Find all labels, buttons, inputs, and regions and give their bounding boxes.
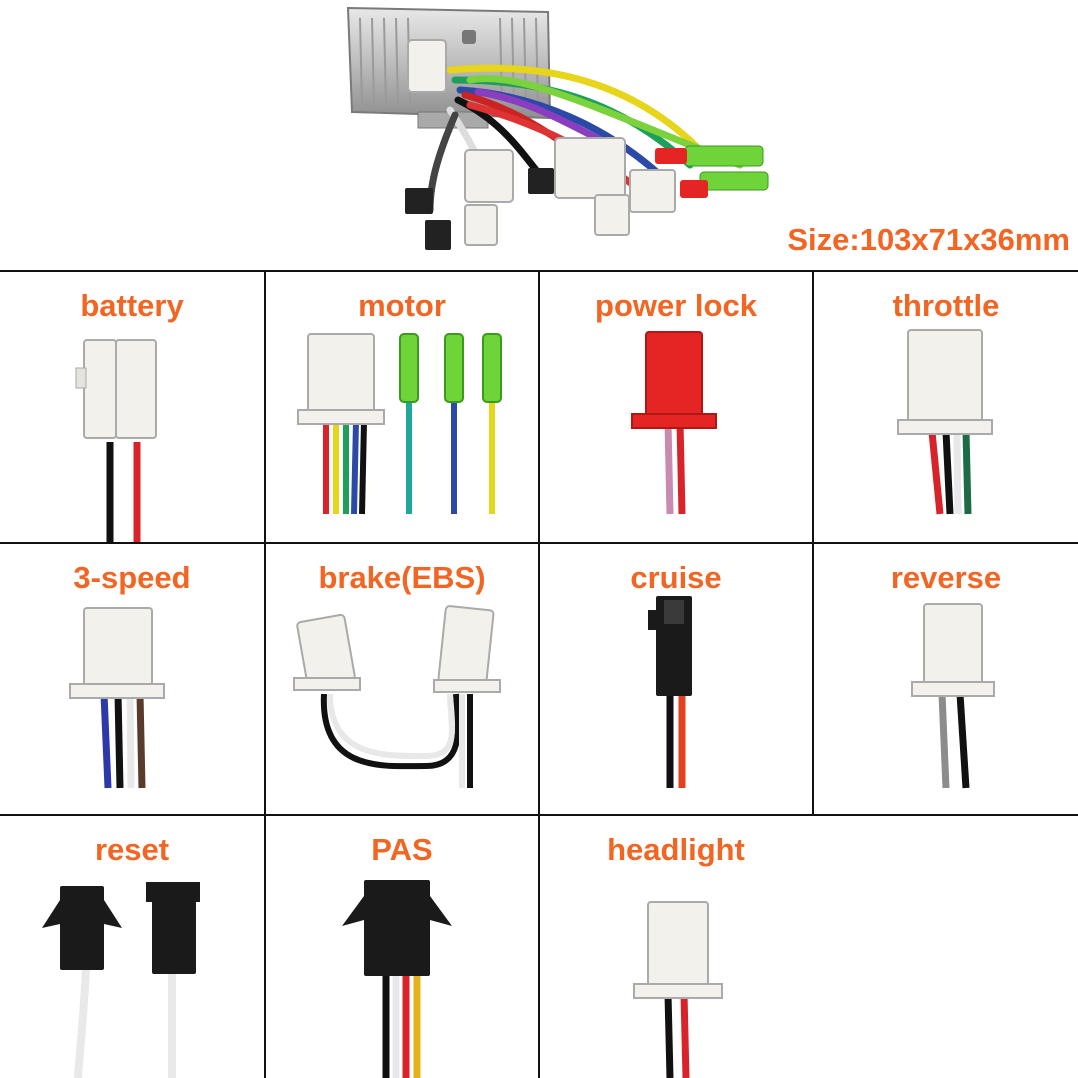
connector-label: reverse xyxy=(890,560,1002,595)
grid-line xyxy=(812,270,814,816)
connector-label: battery xyxy=(80,288,184,323)
connector-label: headlight xyxy=(607,832,745,867)
reverse-connector-icon xyxy=(911,603,995,789)
controller-illustration xyxy=(346,6,769,250)
connector-cell-battery: battery xyxy=(0,272,264,542)
motor-connector-icon xyxy=(297,333,502,515)
cruise-connector-icon xyxy=(648,596,692,788)
connector-cell-brake-ebs: brake(EBS) xyxy=(266,544,538,816)
battery-connector-icon xyxy=(75,339,157,542)
controller-photo: Size:103x71x36mm xyxy=(0,0,1078,268)
grid-line xyxy=(538,270,540,1078)
connector-label: motor xyxy=(358,288,446,323)
connector-cell-reverse: reverse xyxy=(814,544,1078,814)
connector-label: PAS xyxy=(371,832,433,867)
connector-cell-reset: reset xyxy=(0,816,264,1078)
bundle-connectors xyxy=(405,39,769,250)
connector-label: brake(EBS) xyxy=(318,560,486,595)
connector-grid: battery motor xyxy=(0,270,1078,1078)
throttle-connector-icon xyxy=(897,329,993,515)
size-label: Size:103x71x36mm xyxy=(787,222,1070,257)
connector-label: cruise xyxy=(630,560,722,595)
connector-cell-motor: motor xyxy=(266,272,538,544)
connector-cell-throttle: throttle xyxy=(814,272,1078,542)
grid-line xyxy=(264,270,266,1078)
connector-cell-power-lock: power lock xyxy=(540,272,812,544)
pas-connector-icon xyxy=(342,880,452,1078)
connector-label: reset xyxy=(94,832,170,867)
connector-cell-pas: PAS xyxy=(266,816,538,1078)
3-speed-connector-icon xyxy=(69,607,165,789)
reset-connector-icon xyxy=(42,882,200,1078)
brake-connector-icon xyxy=(293,605,501,788)
connector-label: power lock xyxy=(595,288,757,323)
headlight-connector-icon xyxy=(633,901,723,1078)
connector-label: throttle xyxy=(892,288,1000,323)
connector-cell-3-speed: 3-speed xyxy=(0,544,264,814)
power-lock-connector-icon xyxy=(631,331,717,515)
connector-cell-headlight: headlight xyxy=(540,816,812,1078)
connector-label: 3-speed xyxy=(73,560,191,595)
connector-cell-cruise: cruise xyxy=(540,544,812,816)
